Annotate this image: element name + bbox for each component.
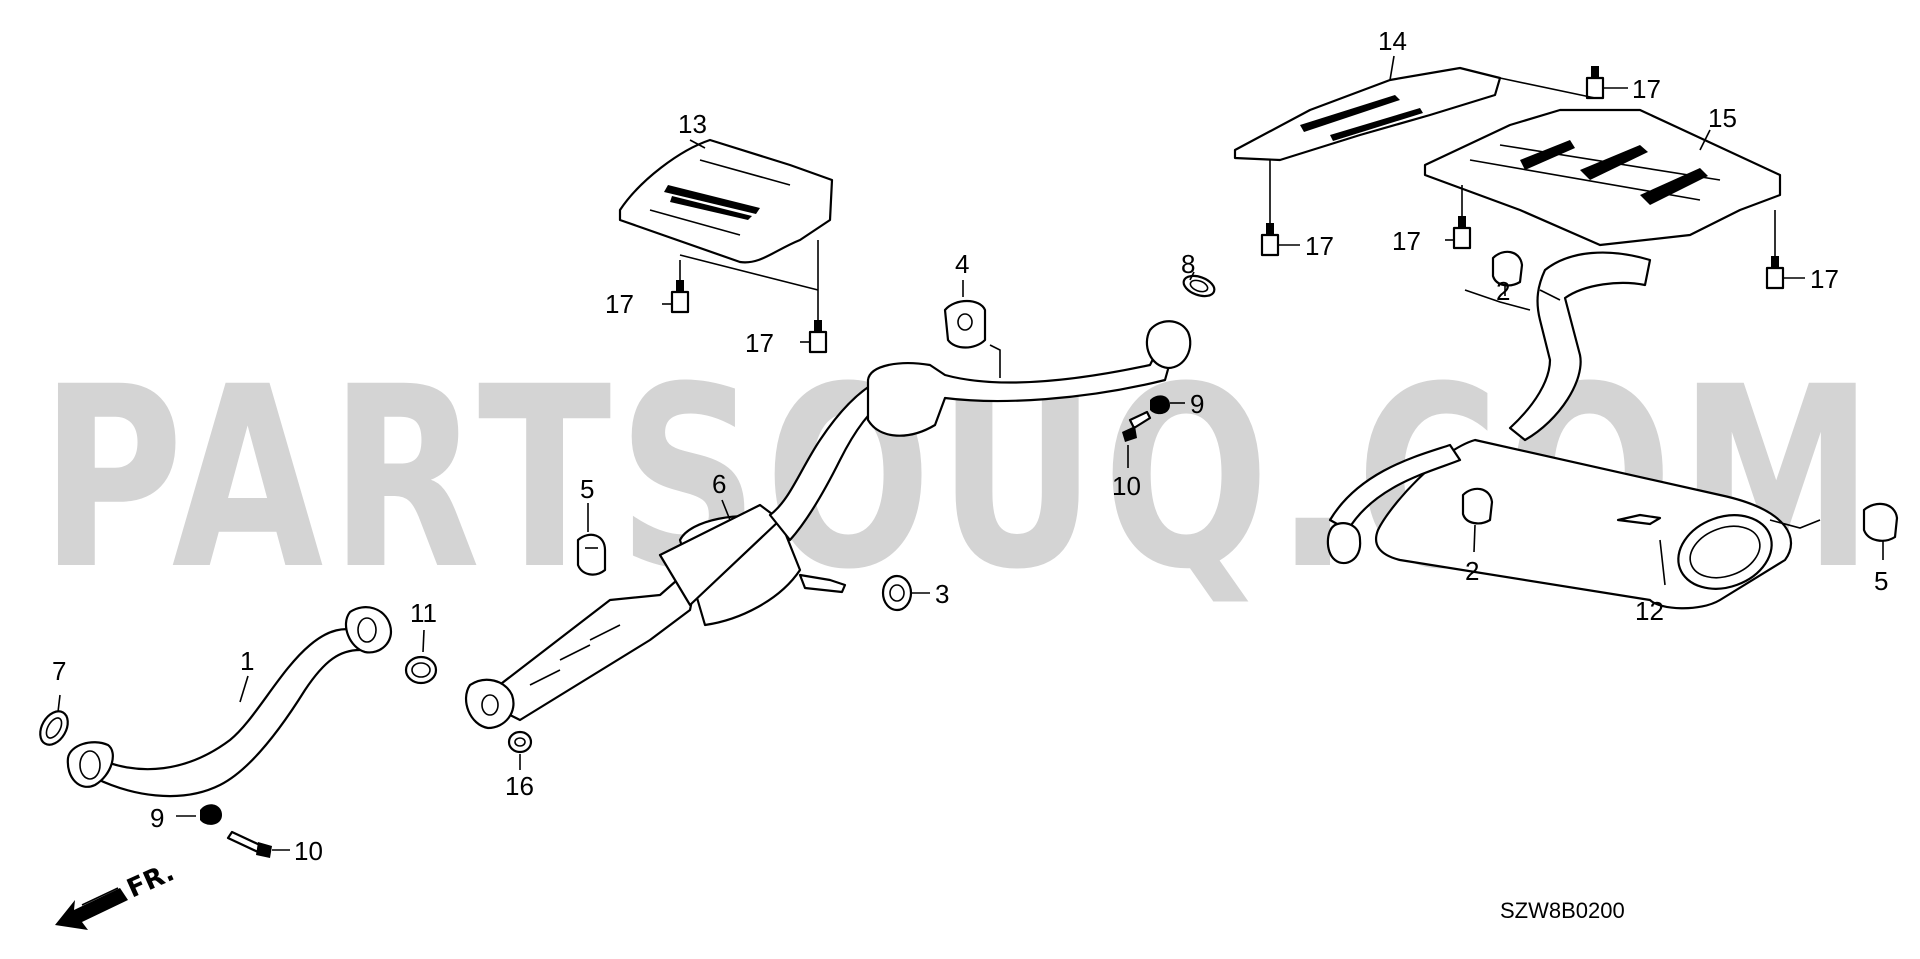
part-8-gasket[interactable] <box>1181 272 1217 300</box>
callout-15: 15 <box>1708 103 1737 133</box>
part-15-heat-shield[interactable] <box>1423 108 1782 247</box>
callout-17-b: 17 <box>745 328 774 358</box>
part-10-bolt-upper[interactable] <box>1122 410 1152 442</box>
callout-7: 7 <box>52 656 66 686</box>
callout-14: 14 <box>1378 26 1407 56</box>
part-17-bolt-b[interactable] <box>808 320 828 354</box>
callout-3: 3 <box>935 579 949 609</box>
part-17-bolt-a[interactable] <box>670 280 690 314</box>
callout-11: 11 <box>410 598 437 628</box>
callout-10-upper: 10 <box>1112 471 1141 501</box>
part-17-bolt-e[interactable] <box>1585 66 1605 100</box>
callout-6: 6 <box>712 469 726 499</box>
part-9-nut-upper[interactable] <box>1150 395 1170 415</box>
callout-17-f: 17 <box>1810 264 1839 294</box>
part-12-rear-muffler[interactable] <box>1326 251 1821 610</box>
part-1-front-pipe[interactable] <box>66 606 393 798</box>
callout-4: 4 <box>955 249 969 279</box>
callout-17-d: 17 <box>1392 226 1421 256</box>
part-10-bolt-lower[interactable] <box>226 830 272 858</box>
part-4-hanger[interactable] <box>943 299 987 349</box>
part-11-gasket[interactable] <box>404 655 438 685</box>
callout-17-e: 17 <box>1632 74 1661 104</box>
callout-labels: 1 2 2 3 4 5 5 6 7 8 9 9 10 10 11 12 13 1… <box>52 26 1888 866</box>
callout-1: 1 <box>240 646 254 676</box>
callout-5-right: 5 <box>1874 566 1888 596</box>
callout-12: 12 <box>1635 596 1664 626</box>
diagram-code: SZW8B0200 <box>1500 898 1625 923</box>
callout-9-upper: 9 <box>1190 389 1204 419</box>
part-3-hanger[interactable] <box>881 574 913 612</box>
callout-8: 8 <box>1181 249 1195 279</box>
callout-10-lower: 10 <box>294 836 323 866</box>
part-5-hanger-left[interactable] <box>576 533 607 576</box>
callout-5-left: 5 <box>580 474 594 504</box>
front-direction-indicator: FR. <box>55 857 179 930</box>
part-2-hanger-upper[interactable] <box>1491 250 1524 287</box>
part-17-bolt-d[interactable] <box>1452 216 1472 250</box>
part-16-nut[interactable] <box>507 730 533 754</box>
part-7-gasket[interactable] <box>35 706 74 749</box>
part-13-heat-shield[interactable] <box>618 138 834 264</box>
leader-lines <box>57 55 1884 851</box>
front-label: FR. <box>123 857 179 904</box>
part-2-hanger-lower[interactable] <box>1461 487 1494 525</box>
callout-9-lower: 9 <box>150 803 164 833</box>
intermediate-pipe[interactable] <box>866 320 1192 437</box>
part-17-bolt-c[interactable] <box>1260 223 1280 257</box>
callout-16: 16 <box>505 771 534 801</box>
callout-17-a: 17 <box>605 289 634 319</box>
callout-2-upper: 2 <box>1496 276 1510 306</box>
callout-17-c: 17 <box>1305 231 1334 261</box>
part-5-hanger-right[interactable] <box>1862 502 1899 542</box>
callout-13: 13 <box>678 109 707 139</box>
part-17-bolt-f[interactable] <box>1765 256 1785 290</box>
part-14-heat-shield[interactable] <box>1233 66 1502 162</box>
callout-2-lower: 2 <box>1465 556 1479 586</box>
part-6-center-pipe[interactable] <box>464 378 892 730</box>
part-9-nut-lower[interactable] <box>200 804 222 825</box>
